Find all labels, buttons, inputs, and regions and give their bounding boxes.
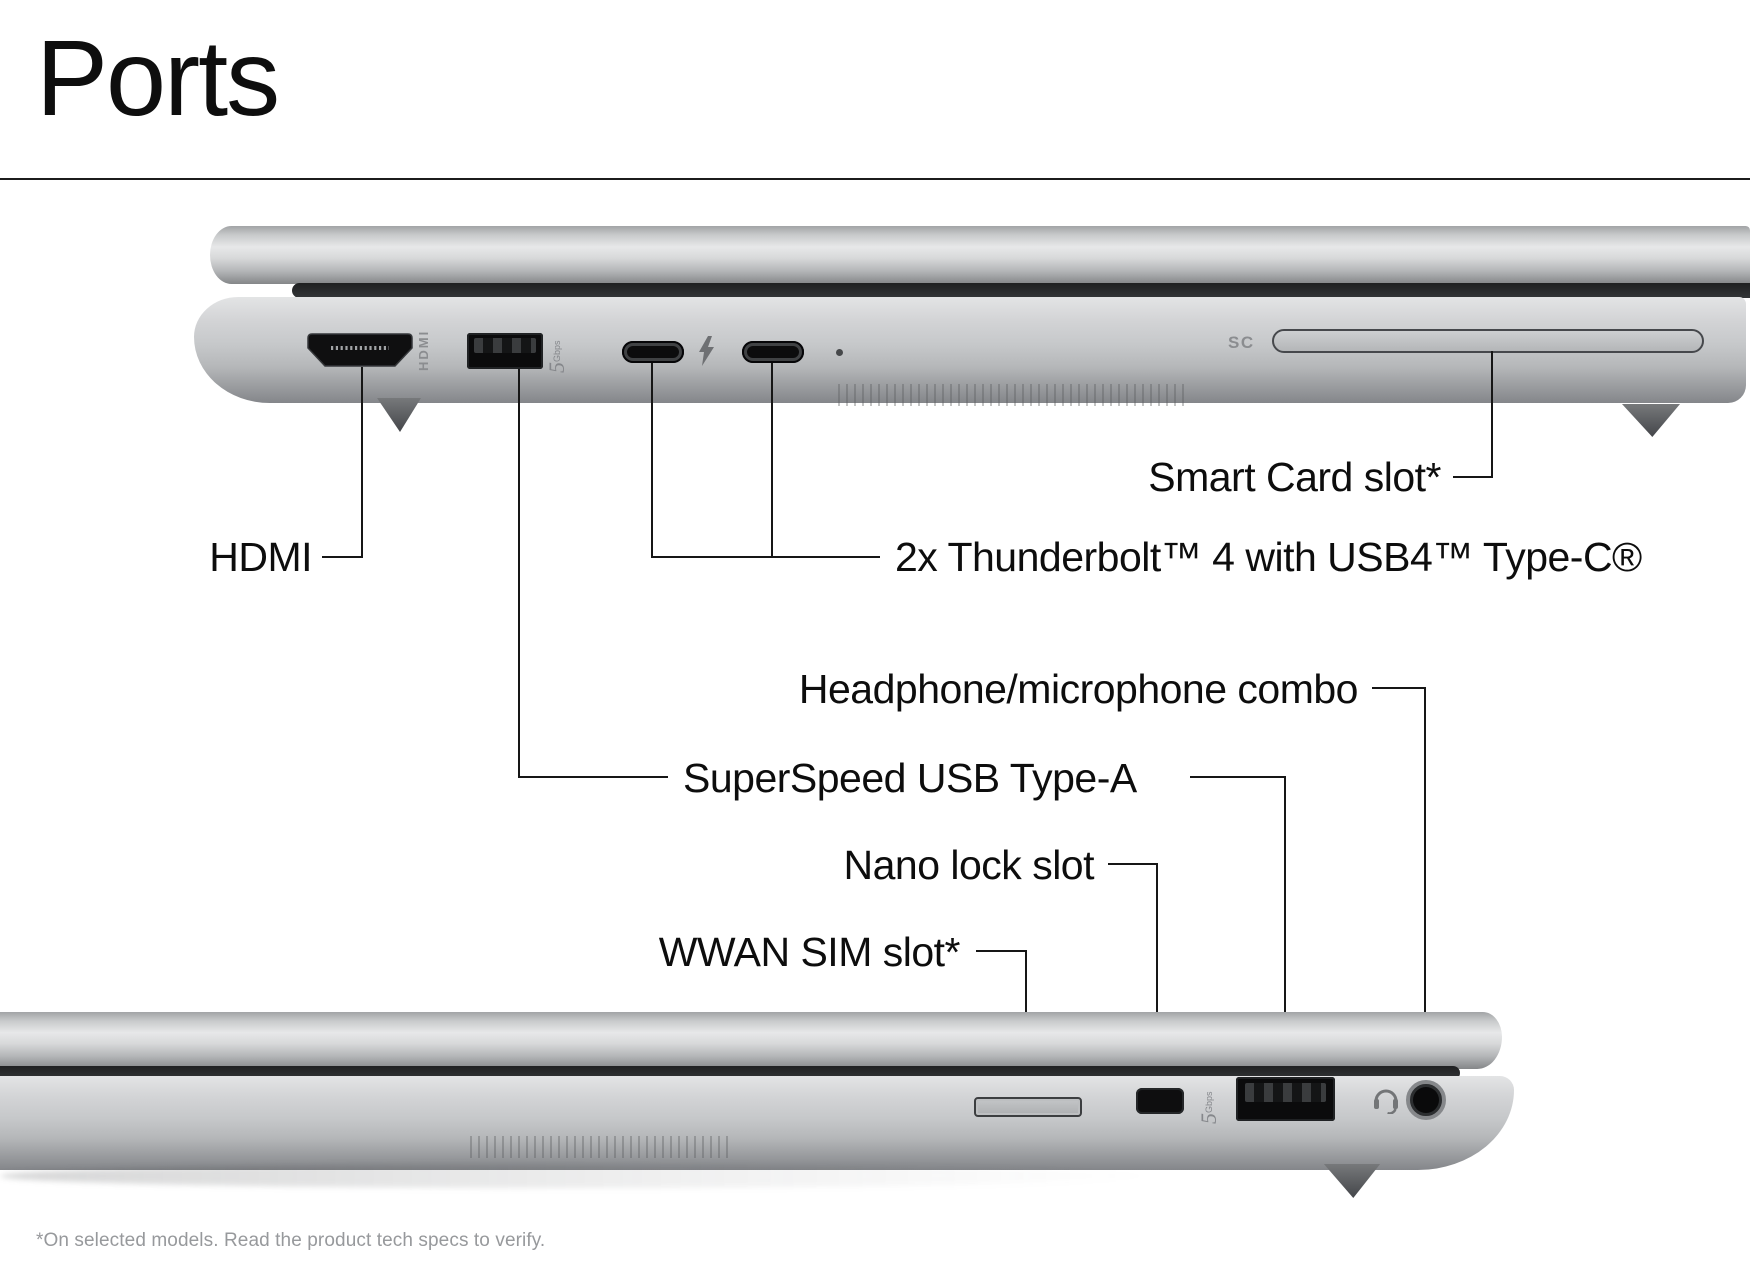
- page-title: Ports: [36, 17, 280, 138]
- speaker-grille: [838, 384, 1190, 406]
- usb-c-port-1: [622, 341, 684, 363]
- headphone-jack: [1406, 1080, 1446, 1120]
- callout-thunderbolt: 2x Thunderbolt™ 4 with USB4™ Type-C®: [895, 534, 1642, 580]
- callout-nano-lock: Nano lock slot: [843, 842, 1094, 888]
- usb-a-port: [467, 333, 543, 369]
- thunderbolt-icon: [699, 336, 714, 366]
- smart-card-slot: [1272, 329, 1704, 353]
- speaker-grille: [470, 1136, 728, 1158]
- callout-hdmi: HDMI: [209, 534, 312, 580]
- under-shadow: [0, 1164, 1150, 1188]
- usb-a-tongue: [473, 338, 537, 354]
- hdmi-engraving: HDMI: [416, 329, 431, 371]
- rubber-foot: [1621, 404, 1681, 437]
- rubber-foot: [1323, 1164, 1381, 1198]
- leader-wwan-horizontal: [976, 950, 1027, 952]
- headphone-icon: [1374, 1089, 1398, 1114]
- leader-smart-card-vertical: [1491, 351, 1493, 478]
- leader-headphone-vertical: [1424, 687, 1426, 1085]
- nano-lock-slot: [1136, 1088, 1184, 1114]
- usb-speed-mark: 5Gbps: [1196, 1091, 1221, 1124]
- leader-nano-lock-vertical: [1156, 863, 1158, 1092]
- title-divider: [0, 178, 1750, 180]
- laptop-lid-edge: [0, 1012, 1502, 1069]
- callout-smart-card: Smart Card slot*: [1148, 454, 1441, 500]
- rubber-foot: [377, 398, 421, 432]
- usb-speed-mark: 5Gbps: [544, 340, 569, 373]
- leader-superspeed-vertical-bottom: [1284, 776, 1286, 1080]
- callout-superspeed: SuperSpeed USB Type-A: [683, 755, 1137, 801]
- leader-thunderbolt-vertical-2: [771, 363, 773, 558]
- leader-hdmi-horizontal: [322, 556, 363, 558]
- leader-superspeed-vertical-top: [518, 369, 520, 777]
- leader-smart-card-horizontal: [1453, 476, 1493, 478]
- wwan-sim-slot: [974, 1097, 1082, 1117]
- callout-wwan-sim: WWAN SIM slot*: [658, 929, 961, 975]
- leader-thunderbolt-vertical-1: [651, 363, 653, 558]
- status-pinhole: [836, 349, 843, 356]
- smart-card-engraving: SC: [1228, 333, 1255, 352]
- usb-c-port-2: [742, 341, 804, 363]
- hdmi-port: [307, 333, 413, 367]
- leader-thunderbolt-horizontal: [651, 556, 880, 558]
- leader-superspeed-horizontal-left: [518, 776, 668, 778]
- leader-nano-lock-horizontal: [1108, 863, 1158, 865]
- usb-a-tongue: [1244, 1083, 1327, 1102]
- laptop-lid-edge: [210, 226, 1750, 284]
- leader-superspeed-horizontal-right: [1190, 776, 1286, 778]
- laptop-hinge-gap: [292, 283, 1750, 298]
- leader-hdmi-vertical: [361, 367, 363, 557]
- leader-headphone-horizontal: [1372, 687, 1426, 689]
- callout-headphone: Headphone/microphone combo: [798, 666, 1359, 712]
- footnote: *On selected models. Read the product te…: [36, 1230, 546, 1251]
- usb-a-port: [1236, 1077, 1335, 1121]
